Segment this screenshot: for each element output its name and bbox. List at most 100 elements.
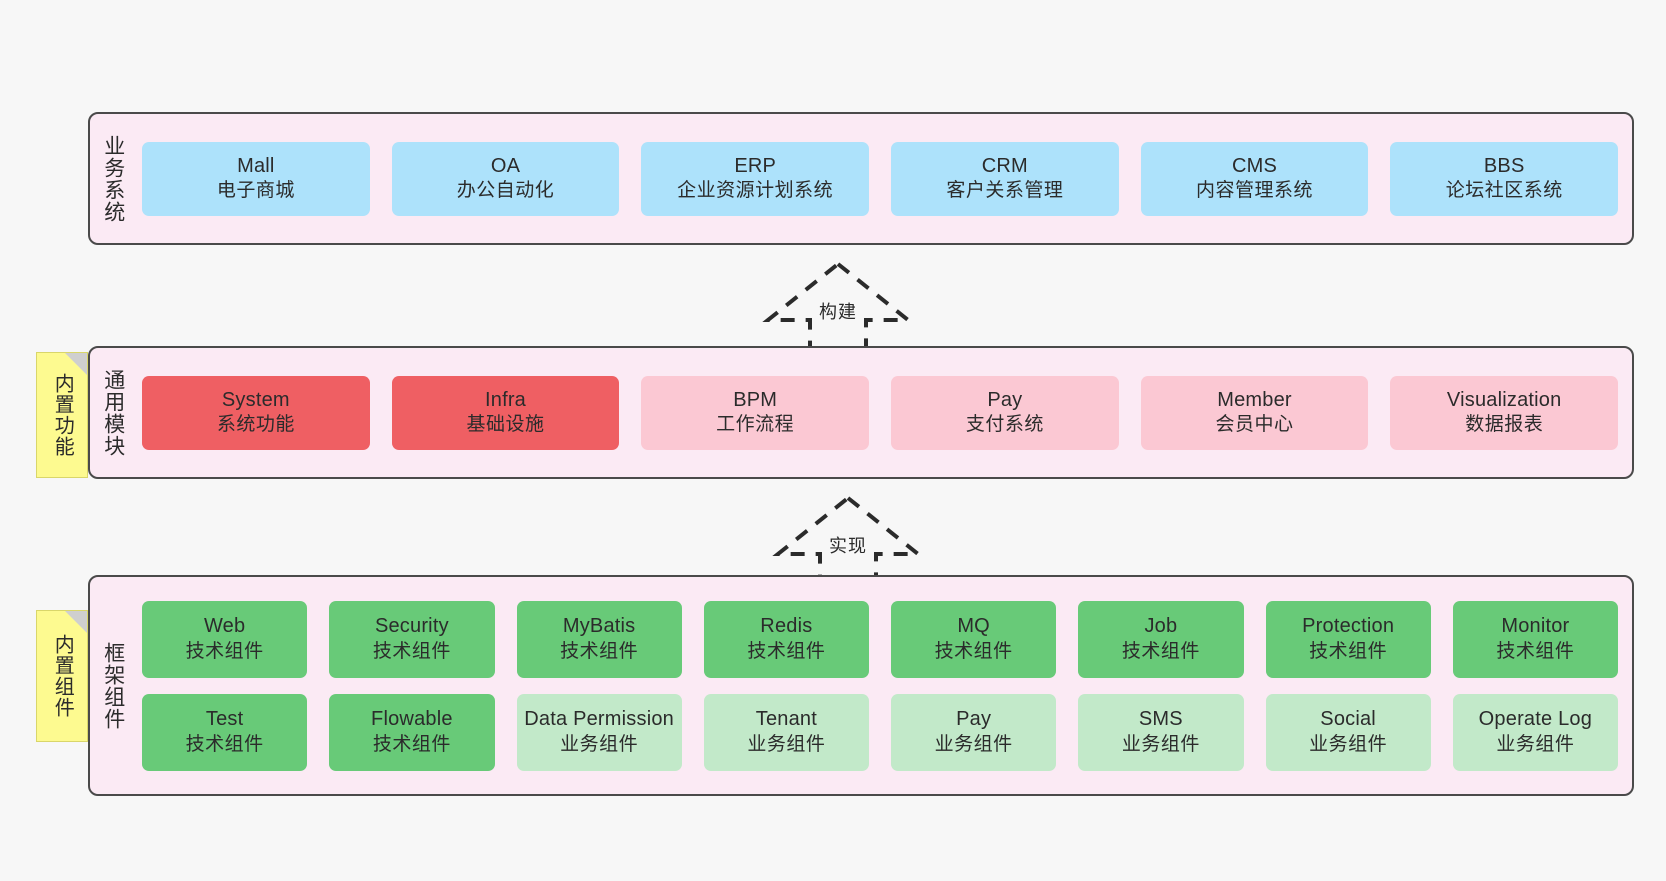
card-title-cn: 办公自动化: [456, 180, 555, 202]
card-title-cn: 客户关系管理: [946, 180, 1064, 202]
module-card-erp[interactable]: ERP 企业资源计划系统: [641, 141, 870, 216]
card-title-en: Protection: [1302, 615, 1395, 638]
card-title-en: Member: [1217, 388, 1292, 411]
card-row: Web 技术组件 Security 技术组件 MyBatis 技术组件 Redi…: [142, 600, 1618, 678]
arrow-label-realize: 实现: [829, 536, 867, 556]
sticky-note-builtin-component: 内置组件: [36, 610, 88, 742]
module-card-data-permission[interactable]: Data Permission 业务组件: [516, 693, 682, 771]
card-title-en: System: [221, 388, 290, 411]
card-title-cn: 业务组件: [747, 733, 826, 755]
module-card-crm[interactable]: CRM 客户关系管理: [891, 141, 1119, 216]
module-card-tenant[interactable]: Tenant 业务组件: [703, 693, 869, 771]
card-title-cn: 论坛社区系统: [1445, 180, 1563, 202]
arrow-label-build: 构建: [819, 302, 857, 322]
card-title-cn: 业务组件: [1496, 733, 1575, 755]
module-card-bbs[interactable]: BBS 论坛社区系统: [1390, 141, 1619, 216]
arrow-realize-up: 实现: [772, 492, 924, 592]
card-title-en: ERP: [734, 154, 777, 177]
card-title-en: Mall: [237, 154, 275, 177]
module-card-cms[interactable]: CMS 内容管理系统: [1140, 141, 1369, 216]
layer-framework-component: 框架组件 Web 技术组件 Security 技术组件 MyBatis 技术组件…: [88, 575, 1634, 796]
card-title-cn: 工作流程: [716, 414, 795, 436]
layer-body-business: Mall 电子商城 OA 办公自动化 ERP 企业资源计划系统 CRM 客户关系…: [136, 114, 1632, 243]
layer-title-business: 业务系统: [101, 134, 125, 223]
card-title-en: Web: [203, 615, 246, 638]
card-title-cn: 技术组件: [185, 640, 264, 662]
card-title-en: MyBatis: [562, 615, 636, 638]
sticky-note-label: 内置组件: [51, 634, 74, 718]
layer-business-system: 业务系统 Mall 电子商城 OA 办公自动化 ERP 企业资源计划系统 CRM…: [88, 112, 1634, 245]
card-title-en: OA: [490, 154, 521, 177]
sticky-note-label: 内置功能: [51, 373, 74, 457]
card-title-en: Visualization: [1446, 388, 1562, 411]
card-title-en: Flowable: [371, 708, 453, 731]
module-card-redis[interactable]: Redis 技术组件: [703, 600, 869, 678]
card-title-en: Job: [1144, 615, 1178, 638]
card-title-cn: 业务组件: [1121, 733, 1200, 755]
card-title-en: Test: [205, 708, 244, 731]
card-title-en: CRM: [981, 154, 1028, 177]
card-title-cn: 技术组件: [372, 733, 451, 755]
card-title-en: Pay: [956, 708, 992, 731]
card-row: Test 技术组件 Flowable 技术组件 Data Permission …: [142, 693, 1618, 771]
card-title-cn: 会员中心: [1215, 414, 1294, 436]
card-title-cn: 业务组件: [934, 733, 1013, 755]
module-card-infra[interactable]: Infra 基础设施: [391, 375, 620, 450]
module-card-operate-log[interactable]: Operate Log 业务组件: [1452, 693, 1618, 771]
card-title-cn: 数据报表: [1465, 414, 1544, 436]
arrow-build-up: 构建: [762, 258, 914, 358]
module-card-flowable[interactable]: Flowable 技术组件: [329, 693, 495, 771]
module-card-job[interactable]: Job 技术组件: [1078, 600, 1244, 678]
card-title-cn: 技术组件: [560, 640, 639, 662]
card-title-cn: 技术组件: [372, 640, 451, 662]
card-title-cn: 企业资源计划系统: [677, 180, 834, 202]
card-title-en: SMS: [1138, 708, 1183, 731]
module-card-sms[interactable]: SMS 业务组件: [1078, 693, 1244, 771]
sticky-note-builtin-feature: 内置功能: [36, 352, 88, 478]
card-title-en: MQ: [957, 615, 990, 638]
card-title-cn: 内容管理系统: [1196, 180, 1314, 202]
card-title-en: BPM: [733, 388, 778, 411]
card-title-en: Operate Log: [1478, 708, 1593, 731]
layer-body-framework: Web 技术组件 Security 技术组件 MyBatis 技术组件 Redi…: [136, 577, 1632, 794]
card-title-cn: 基础设施: [466, 414, 545, 436]
layer-common-module: 通用模块 System 系统功能 Infra 基础设施 BPM 工作流程 Pay…: [88, 346, 1634, 479]
card-title-en: Social: [1320, 708, 1376, 731]
module-card-mall[interactable]: Mall 电子商城: [142, 141, 370, 216]
module-card-mybatis[interactable]: MyBatis 技术组件: [516, 600, 682, 678]
card-title-cn: 技术组件: [185, 733, 264, 755]
card-title-cn: 业务组件: [1309, 733, 1388, 755]
card-title-cn: 电子商城: [216, 180, 295, 202]
module-card-bpm[interactable]: BPM 工作流程: [641, 375, 870, 450]
card-title-en: Tenant: [755, 708, 817, 731]
card-title-en: BBS: [1483, 154, 1525, 177]
module-card-protection[interactable]: Protection 技术组件: [1265, 600, 1431, 678]
module-card-test[interactable]: Test 技术组件: [142, 693, 308, 771]
module-card-pay-business[interactable]: Pay 业务组件: [891, 693, 1057, 771]
module-card-oa[interactable]: OA 办公自动化: [391, 141, 620, 216]
card-title-en: Data Permission: [524, 708, 674, 731]
module-card-security[interactable]: Security 技术组件: [329, 600, 495, 678]
card-title-cn: 技术组件: [1121, 640, 1200, 662]
module-card-social[interactable]: Social 业务组件: [1265, 693, 1431, 771]
card-title-en: Pay: [987, 388, 1023, 411]
card-title-cn: 技术组件: [1309, 640, 1388, 662]
module-card-member[interactable]: Member 会员中心: [1140, 375, 1369, 450]
module-card-monitor[interactable]: Monitor 技术组件: [1452, 600, 1618, 678]
card-title-cn: 业务组件: [560, 733, 639, 755]
layer-title-common: 通用模块: [101, 368, 125, 457]
layer-body-common: System 系统功能 Infra 基础设施 BPM 工作流程 Pay 支付系统…: [136, 348, 1632, 477]
module-card-web[interactable]: Web 技术组件: [142, 600, 308, 678]
module-card-pay[interactable]: Pay 支付系统: [891, 375, 1119, 450]
module-card-system[interactable]: System 系统功能: [142, 375, 370, 450]
module-card-visualization[interactable]: Visualization 数据报表: [1390, 375, 1619, 450]
card-title-en: Monitor: [1501, 615, 1570, 638]
layer-title-framework: 框架组件: [101, 641, 125, 730]
card-title-cn: 系统功能: [216, 414, 295, 436]
card-title-cn: 技术组件: [934, 640, 1013, 662]
card-title-en: Security: [374, 615, 449, 638]
module-card-mq[interactable]: MQ 技术组件: [891, 600, 1057, 678]
card-title-cn: 技术组件: [747, 640, 826, 662]
card-title-en: Infra: [484, 388, 527, 411]
